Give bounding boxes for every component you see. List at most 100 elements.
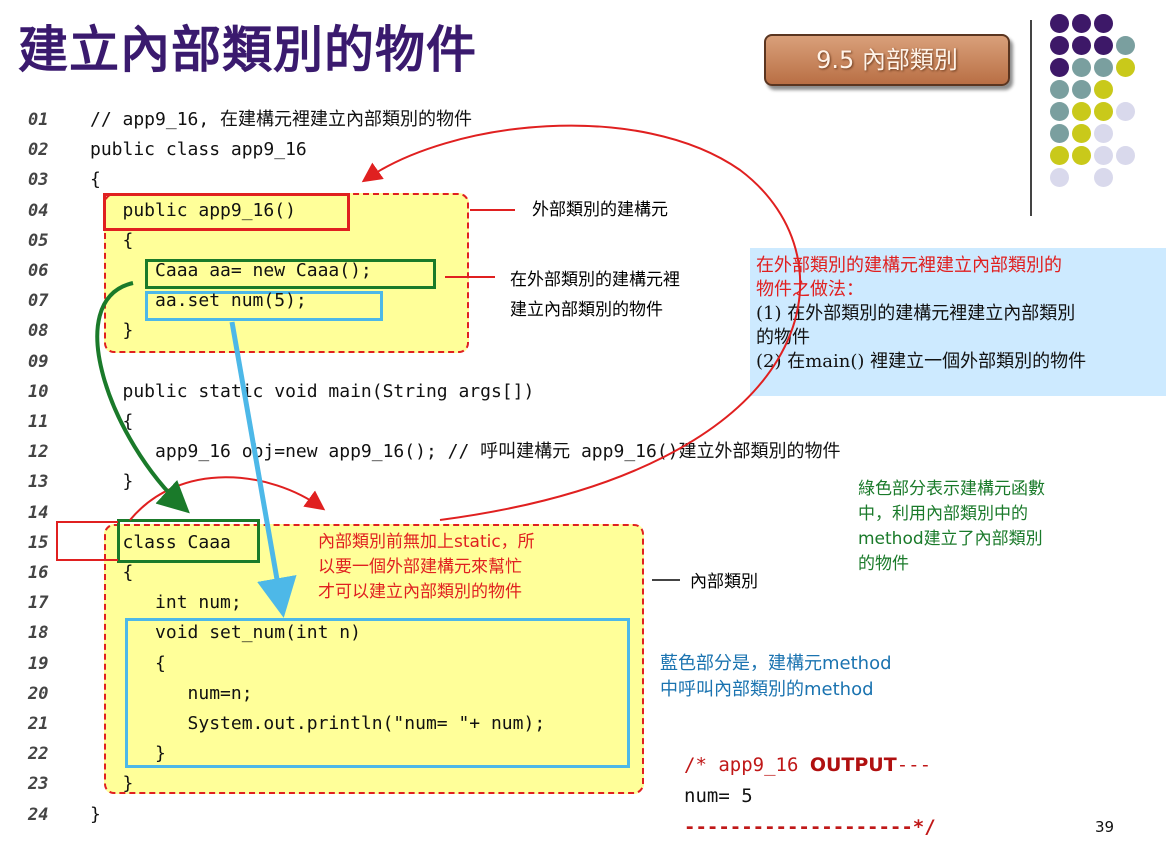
code-line: app9_16 obj=new app9_16(); // 呼叫建構元 app9… (90, 441, 841, 463)
page-title: 建立內部類別的物件 (18, 21, 477, 79)
decorative-dot (1094, 124, 1113, 143)
decorative-dot (1050, 146, 1069, 165)
code-line: public static void main(String args[]) (90, 380, 535, 402)
program-output: /* app9_16 OUTPUT--- num= 5 ------------… (684, 750, 936, 843)
decorative-dot (1116, 58, 1135, 77)
line-number: 10 (28, 381, 49, 402)
code-line: class Caaa (90, 531, 231, 553)
line-number: 12 (28, 442, 49, 463)
code-line: int num; (90, 592, 242, 614)
line-number: 17 (28, 593, 49, 614)
annotation-create-in-constructor-2: 建立內部類別的物件 (510, 300, 663, 320)
annotation-outer-constructor: 外部類別的建構元 (532, 200, 668, 220)
decorative-dot (1094, 14, 1113, 33)
code-line: } (90, 803, 101, 825)
decorative-dot (1050, 58, 1069, 77)
line-number: 22 (28, 744, 49, 765)
method-note-box: 在外部類別的建構元裡建立內部類別的 物件之做法： (1) 在外部類別的建構元裡建… (750, 248, 1166, 396)
line-number: 03 (28, 170, 49, 191)
inner-class-region (104, 524, 644, 794)
decorative-dot (1116, 102, 1135, 121)
note-line-5: (2) 在main() 裡建立一個外部類別的物件 (756, 351, 1087, 372)
line-number: 13 (28, 472, 49, 493)
code-line: // app9_16, 在建構元裡建立內部類別的物件 (90, 109, 473, 130)
line-number: 08 (28, 321, 49, 342)
line-number: 20 (28, 683, 49, 704)
annotation-inner-class: 內部類別 (690, 572, 758, 592)
code-line: { (90, 229, 134, 251)
decorative-dot (1050, 168, 1069, 187)
code-line: } (90, 471, 134, 493)
output-line-3: --------------------*/ (684, 816, 936, 838)
annotation-no-static-3: 才可以建立內部類別的物件 (318, 582, 522, 602)
green-note-2: 中，利用內部類別中的 (858, 504, 1028, 524)
decorative-dot (1094, 102, 1113, 121)
code-line: public class app9_16 (90, 139, 307, 161)
decorative-dot (1050, 14, 1069, 33)
line-number: 23 (28, 774, 49, 795)
line-number: 15 (28, 532, 49, 553)
code-line: public app9_16() (90, 199, 296, 221)
red-arrow-class-caaa (129, 476, 326, 521)
line-number: 01 (28, 110, 49, 130)
line-number: 09 (28, 351, 49, 372)
decorative-dot (1116, 146, 1135, 165)
annotation-create-in-constructor-1: 在外部類別的建構元裡 (510, 270, 680, 290)
code-line: Caaa aa= new Caaa(); (90, 260, 372, 281)
page-number: 39 (1095, 818, 1115, 836)
code-line: aa.set num(5); (90, 290, 307, 312)
code-line: num=n; (90, 682, 253, 704)
decorative-dot (1094, 168, 1113, 187)
code-line: { (90, 562, 134, 583)
decorative-dot-grid-icon (1050, 14, 1170, 194)
line-number: 05 (28, 230, 49, 251)
decorative-dot (1072, 58, 1091, 77)
decorative-dot (1116, 36, 1135, 55)
line-number: 24 (28, 804, 49, 825)
decorative-dot (1094, 36, 1113, 55)
section-button[interactable]: 9.5 內部類別 (764, 34, 1010, 86)
code-line: { (90, 169, 101, 191)
decorative-dot (1094, 80, 1113, 99)
annotation-no-static-1: 內部類別前無加上static，所 (318, 532, 535, 552)
line-number: 19 (28, 653, 49, 674)
code-line: } (90, 773, 134, 795)
line-number: 11 (28, 412, 49, 432)
output-suffix: --- (896, 754, 932, 776)
annotation-no-static-2: 以要一個外部建構元來幫忙 (318, 557, 522, 577)
line-number: 07 (28, 291, 49, 312)
class-caaa-highlight-red (56, 521, 118, 561)
constructor-highlight-red (103, 193, 350, 231)
code-line: System.out.println("num= "+ num); (90, 713, 546, 734)
line-number: 06 (28, 261, 49, 281)
decorative-dot (1050, 80, 1069, 99)
line-number: 04 (28, 200, 49, 221)
blue-note-2: 中呼叫內部類別的method (660, 679, 874, 700)
decorative-dot (1072, 36, 1091, 55)
decorative-dot (1072, 14, 1091, 33)
line-number: 14 (28, 502, 49, 523)
output-prefix: /* app9_16 (684, 754, 810, 776)
decorative-dot (1050, 102, 1069, 121)
line-number: 21 (28, 714, 49, 734)
note-line-3: (1) 在外部類別的建構元裡建立內部類別 (756, 303, 1076, 324)
line-number: 02 (28, 140, 49, 161)
set-num-method-highlight-blue (125, 618, 630, 768)
decorative-dot (1072, 102, 1091, 121)
note-line-2: 物件之做法： (756, 279, 864, 300)
divider (1030, 20, 1032, 216)
decorative-dot (1094, 146, 1113, 165)
green-note-4: 的物件 (858, 554, 909, 574)
code-line: { (90, 411, 134, 432)
line-number: 16 (28, 563, 49, 583)
code-line: void set_num(int n) (90, 622, 361, 644)
note-line-4: 的物件 (756, 327, 810, 348)
decorative-dot (1050, 36, 1069, 55)
code-line: } (90, 320, 134, 342)
green-note-1: 綠色部分表示建構元函數 (858, 479, 1045, 499)
code-line: } (90, 743, 166, 765)
code-line: { (90, 652, 166, 674)
decorative-dot (1072, 124, 1091, 143)
blue-note-1: 藍色部分是，建構元method (660, 653, 892, 674)
decorative-dot (1072, 80, 1091, 99)
